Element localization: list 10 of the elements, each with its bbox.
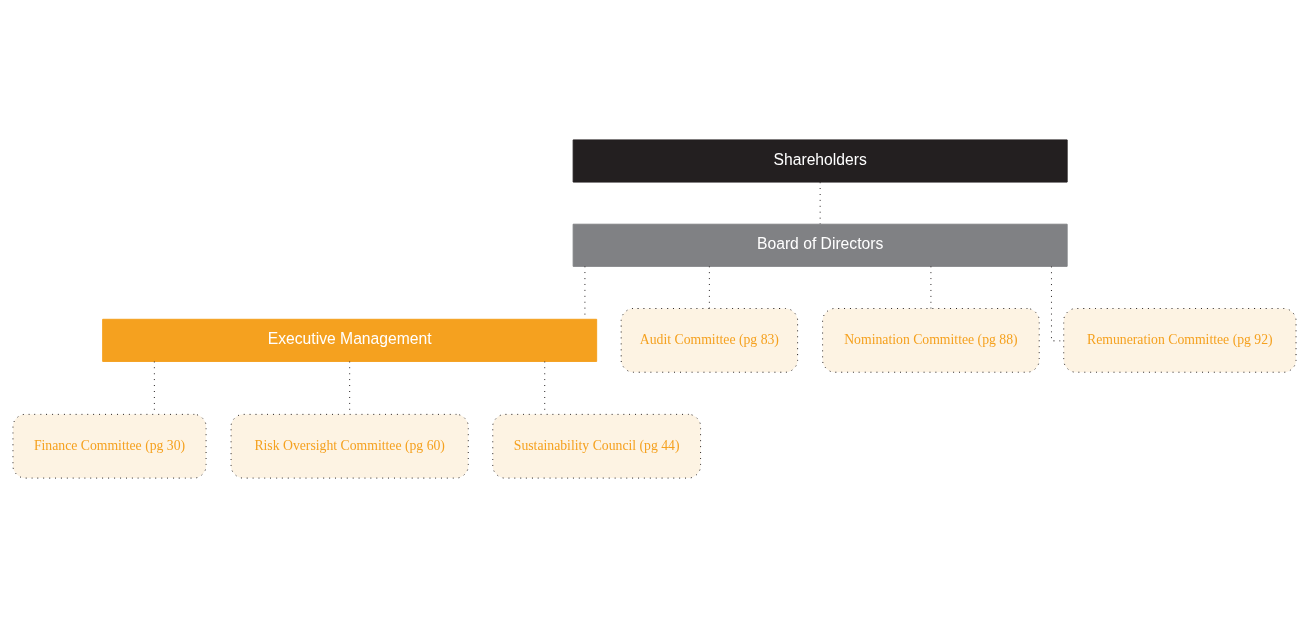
node-box: Board of Directors xyxy=(572,223,1068,267)
node-box: Finance Committee (pg 30) xyxy=(12,413,207,479)
node-box: Risk Oversight Committee (pg 60) xyxy=(230,413,469,479)
node-box: Sustainability Council (pg 44) xyxy=(492,413,702,479)
node-box: Shareholders xyxy=(572,138,1068,183)
node-box: Remuneration Committee (pg 92) xyxy=(1063,307,1297,373)
node-box: Nomination Committee (pg 88) xyxy=(822,307,1040,373)
node-box: Audit Committee (pg 83) xyxy=(620,307,799,373)
connector xyxy=(1051,265,1064,341)
node-box: Executive Management xyxy=(102,318,598,362)
